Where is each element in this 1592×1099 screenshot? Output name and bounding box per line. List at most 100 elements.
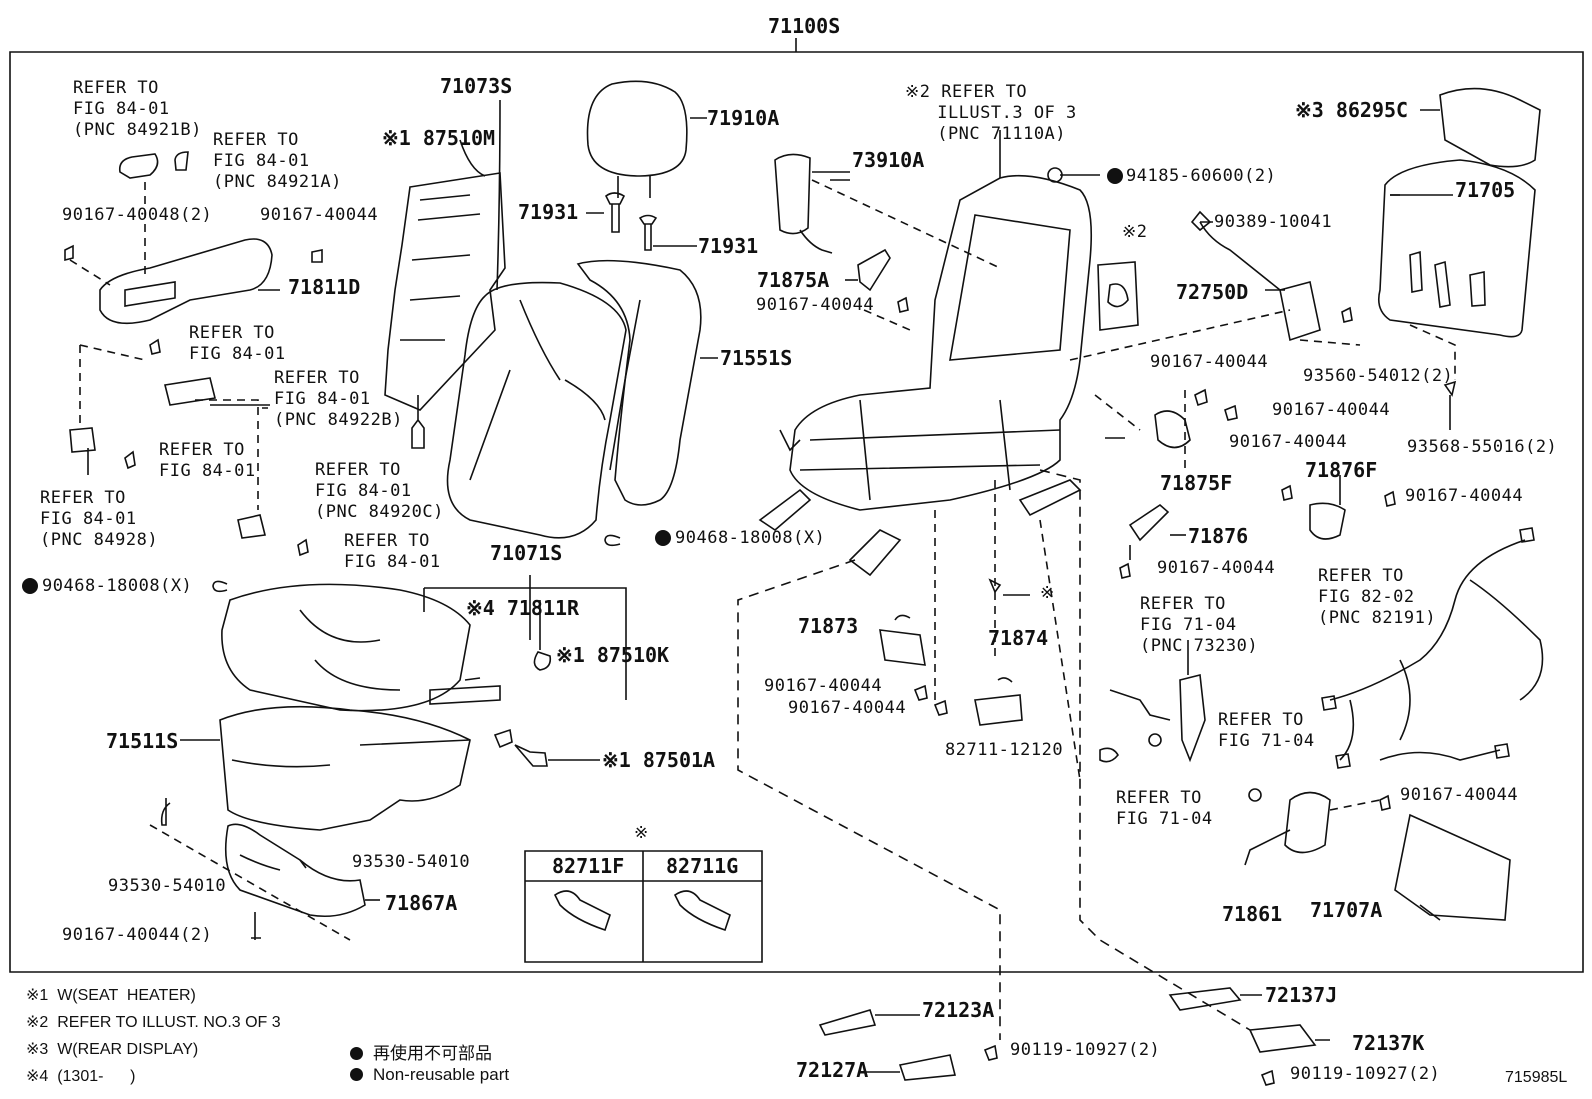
legend-jp-text: 再使用不可部品 <box>373 1044 492 1063</box>
label-94185-60600: 94185-60600(2) <box>1126 166 1277 186</box>
label-refer-84928: REFER TO FIG 84-01 (PNC 84928) <box>40 488 159 550</box>
inset-col-82711f: 82711F <box>552 854 625 878</box>
label-72137k: 72137K <box>1352 1031 1425 1055</box>
label-71931-a: 71931 <box>518 200 579 224</box>
label-72127a: 72127A <box>796 1058 869 1082</box>
label-71875a: 71875A <box>757 268 830 292</box>
label-90167-40044-e: 90167-40044 <box>1229 432 1348 452</box>
label-refer-a: REFER TO FIG 84-01 <box>189 323 286 364</box>
label-71873: 71873 <box>798 614 859 638</box>
label-refer-c: REFER TO FIG 84-01 <box>344 531 441 572</box>
label-refer-73230: REFER TO FIG 71-04 (PNC 73230) <box>1140 594 1259 656</box>
label-71876: 71876 <box>1188 524 1249 548</box>
footnote-2: ※2 REFER TO ILLUST. NO.3 OF 3 <box>26 1014 281 1031</box>
label-72123a: 72123A <box>922 998 995 1022</box>
label-87510k: ※1 87510K <box>556 643 670 667</box>
footnote-4: ※4 (1301- ) <box>26 1068 136 1085</box>
heater-mat-back <box>384 172 506 411</box>
label-86295c: ※3 86295C <box>1295 98 1409 122</box>
side-airbag <box>774 153 811 235</box>
label-93568-55016: 93568-55016(2) <box>1407 437 1558 457</box>
label-x-mark: ※ <box>1040 583 1055 603</box>
label-71875f: 71875F <box>1160 471 1233 495</box>
seat-cushion-pad <box>219 705 471 831</box>
seat-back-cover <box>576 259 702 506</box>
label-71071s: 71071S <box>490 541 563 565</box>
label-71511s: 71511S <box>106 729 179 753</box>
footnote-1: ※1 W(SEAT HEATER) <box>26 987 196 1004</box>
label-90167-40048: 90167-40048(2) <box>62 205 213 225</box>
inset-table <box>524 850 763 963</box>
rail-cover-a <box>818 1009 877 1036</box>
label-93530-54010-a: 93530-54010 <box>352 852 471 872</box>
diagram-id: 715985L <box>1505 1069 1568 1086</box>
label-90167-40044-2: 90167-40044(2) <box>62 925 213 945</box>
label-71707a: 71707A <box>1310 898 1383 922</box>
label-refer-82-02: REFER TO FIG 82-02 (PNC 82191) <box>1318 566 1437 628</box>
switch-cover <box>99 238 273 325</box>
label-90468-b: 90468-18008(X) <box>675 528 826 548</box>
rear-display <box>1439 87 1541 168</box>
label-71874: 71874 <box>988 626 1049 650</box>
diagram-title: 71100S <box>768 14 841 38</box>
label-90167-40044-j: 90167-40044 <box>1400 785 1519 805</box>
label-refer-illust3: ※2 REFER TO ILLUST.3 OF 3 (PNC 71110A) <box>905 82 1077 144</box>
label-refer-84921a: REFER TO FIG 84-01 (PNC 84921A) <box>213 130 342 192</box>
label-71705: 71705 <box>1455 178 1516 202</box>
label-90468-a: 90468-18008(X) <box>42 576 193 596</box>
label-90167-40044-i: 90167-40044 <box>788 698 907 718</box>
label-90167-40044-a: 90167-40044 <box>260 205 379 225</box>
label-90389-10041: 90389-10041 <box>1214 212 1333 232</box>
label-71910a: 71910A <box>707 106 780 130</box>
label-73910a: 73910A <box>852 148 925 172</box>
seat-cushion-cover <box>221 583 471 712</box>
label-90167-40044-g: 90167-40044 <box>1157 558 1276 578</box>
legend-en: Non-reusable part <box>350 1065 509 1085</box>
label-71073s: 71073S <box>440 74 513 98</box>
label-87510m: ※1 87510M <box>382 126 496 150</box>
label-90167-40044-f: 90167-40044 <box>1405 486 1524 506</box>
legend-jp: 再使用不可部品 <box>350 1039 492 1064</box>
seat-frame <box>789 174 1093 511</box>
bullet-icon <box>350 1068 363 1081</box>
label-refer-84920c: REFER TO FIG 84-01 (PNC 84920C) <box>315 460 444 522</box>
label-71811d: 71811D <box>288 275 361 299</box>
back-board <box>1377 159 1536 338</box>
label-refer-84921b: REFER TO FIG 84-01 (PNC 84921B) <box>73 78 202 140</box>
label-87501a: ※1 87501A <box>602 748 716 772</box>
switch-knob <box>1284 791 1331 854</box>
label-82711-12120: 82711-12120 <box>945 740 1064 760</box>
label-90167-40044-b: 90167-40044 <box>756 295 875 315</box>
rail-cover-127a <box>898 1054 957 1081</box>
label-71861: 71861 <box>1222 902 1283 926</box>
label-93530-54010-b: 93530-54010 <box>108 876 227 896</box>
label-71867a: 71867A <box>385 891 458 915</box>
label-refer-b: REFER TO FIG 84-01 <box>159 440 256 481</box>
label-refer-84922b: REFER TO FIG 84-01 (PNC 84922B) <box>274 368 403 430</box>
rail-cover-j <box>1168 987 1242 1011</box>
label-71931-b: 71931 <box>698 234 759 258</box>
label-71551s: 71551S <box>720 346 793 370</box>
label-refer-71-04-a: REFER TO FIG 71-04 <box>1218 710 1315 751</box>
bullet-icon <box>350 1047 363 1060</box>
label-90119-10927-a: 90119-10927(2) <box>1010 1040 1161 1060</box>
headrest-shape <box>586 80 688 177</box>
label-90167-40044-c: 90167-40044 <box>1150 352 1269 372</box>
label-90119-10927-b: 90119-10927(2) <box>1290 1064 1441 1084</box>
label-71876f: 71876F <box>1305 458 1378 482</box>
inset-mark: ※ <box>634 823 649 843</box>
label-90167-40044-d: 90167-40044 <box>1272 400 1391 420</box>
legend-en-text: Non-reusable part <box>373 1065 510 1084</box>
label-71811r: ※4 71811R <box>466 596 580 620</box>
footnote-3: ※3 W(REAR DISPLAY) <box>26 1041 199 1058</box>
wire-harness <box>1329 539 1544 761</box>
label-72137j: 72137J <box>1265 983 1338 1007</box>
label-93560-54012: 93560-54012(2) <box>1303 366 1454 386</box>
cushion-shield <box>224 823 366 918</box>
label-refer-71-04-b: REFER TO FIG 71-04 <box>1116 788 1213 829</box>
inset-col-82711g: 82711G <box>666 854 739 878</box>
label-72750d: 72750D <box>1176 280 1249 304</box>
label-x2-recliner: ※2 <box>1122 222 1148 242</box>
